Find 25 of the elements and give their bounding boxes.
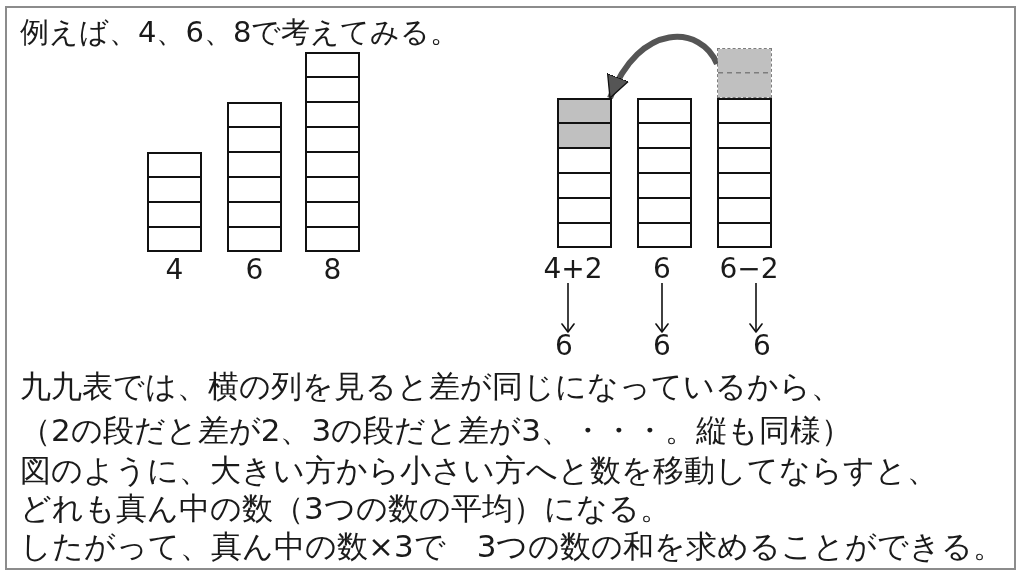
down-arrow <box>655 282 669 333</box>
block-stack <box>305 52 360 252</box>
dashed-block-pair <box>717 48 772 98</box>
number-label: 6 <box>753 332 771 360</box>
explanation-line: したがって、真ん中の数×3で 3つの数の和を求めることができる。 <box>20 530 1005 562</box>
intro-text: 例えば、4、6、8で考えてみる。 <box>20 17 460 47</box>
number-label: 6 <box>653 332 671 360</box>
explanation-line: 九九表では、横の列を見ると差が同じになっているから、 <box>20 370 842 402</box>
down-arrow <box>749 282 763 333</box>
explanation-line: どれも真ん中の数（3つの数の平均）になる。 <box>20 492 671 524</box>
down-arrow <box>561 282 575 333</box>
block-stack <box>147 152 202 252</box>
number-label: 6 <box>245 256 264 284</box>
expression-label: 4+2 <box>543 255 603 283</box>
explanation-line: （2の段だと差が2、3の段だと差が3、・・・。縦も同様） <box>20 414 852 446</box>
number-label: 4 <box>165 256 184 284</box>
block-stack <box>557 98 612 248</box>
number-label: 8 <box>323 256 342 284</box>
expression-label: 6−2 <box>719 255 779 283</box>
number-label: 6 <box>555 332 573 360</box>
block-stack <box>227 102 282 252</box>
explanation-line: 図のように、大きい方から小さい方へと数を移動してならすと、 <box>20 454 938 486</box>
number-label: 6 <box>653 255 671 283</box>
block-stack <box>637 98 692 248</box>
block-stack <box>717 98 772 248</box>
